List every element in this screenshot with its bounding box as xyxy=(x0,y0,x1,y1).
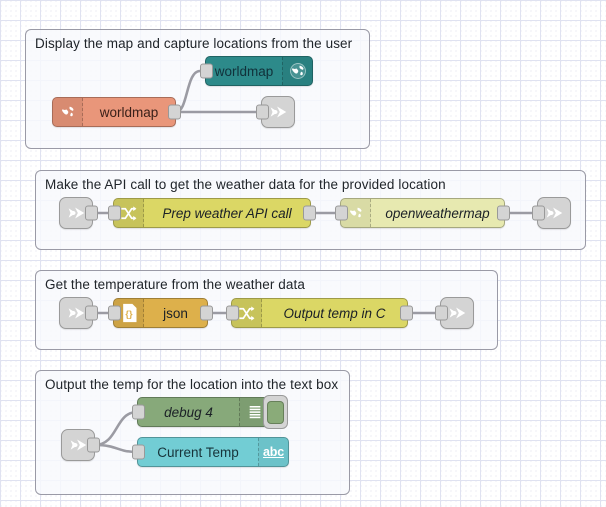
node-label: worldmap xyxy=(99,104,159,120)
node-current-temp[interactable]: Current Temp abc xyxy=(132,437,289,467)
node-worldmap-in[interactable]: worldmap xyxy=(200,56,313,86)
node-link-out-3[interactable] xyxy=(435,297,474,329)
node-link-out-2[interactable] xyxy=(532,197,571,229)
link-in-icon xyxy=(68,307,85,319)
abc-icon-text: abc xyxy=(263,445,284,459)
link-out-icon xyxy=(449,307,466,319)
link-in-icon xyxy=(68,207,85,219)
node-output-port[interactable] xyxy=(85,205,98,221)
node-link-in-2[interactable] xyxy=(59,197,98,229)
group-display-map[interactable]: Display the map and capture locations fr… xyxy=(25,29,370,149)
node-link-in-3[interactable] xyxy=(59,297,98,329)
group-title: Make the API call to get the weather dat… xyxy=(45,177,446,192)
group-title: Display the map and capture locations fr… xyxy=(35,36,353,51)
node-label: Output temp in C xyxy=(283,305,386,321)
debug-status-indicator xyxy=(267,400,284,424)
node-label: debug 4 xyxy=(164,404,213,420)
group-title: Output the temp for the location into th… xyxy=(45,377,339,392)
link-out-icon xyxy=(270,106,287,118)
node-output-port[interactable] xyxy=(200,305,213,321)
globe-icon xyxy=(53,98,83,126)
group-title: Get the temperature from the weather dat… xyxy=(45,277,305,292)
node-input-port[interactable] xyxy=(335,205,348,221)
globe-icon xyxy=(282,57,312,85)
node-label: worldmap xyxy=(214,63,274,79)
link-out-icon xyxy=(546,207,563,219)
node-input-port[interactable] xyxy=(256,104,269,120)
node-worldmap-out[interactable]: worldmap xyxy=(52,97,181,127)
link-in-icon xyxy=(70,439,87,451)
node-input-port[interactable] xyxy=(108,205,121,221)
node-label: Prep weather API call xyxy=(162,205,292,221)
abc-icon: abc xyxy=(258,438,288,466)
node-label: Current Temp xyxy=(157,444,239,460)
node-output-port[interactable] xyxy=(85,305,98,321)
node-debug-4[interactable]: debug 4 xyxy=(132,395,288,429)
node-output-port[interactable] xyxy=(87,437,100,453)
node-json[interactable]: {} json xyxy=(108,298,213,328)
node-output-port[interactable] xyxy=(497,205,510,221)
node-link-in-4[interactable] xyxy=(61,429,100,461)
node-input-port[interactable] xyxy=(132,404,145,420)
node-input-port[interactable] xyxy=(532,205,545,221)
node-input-port[interactable] xyxy=(200,63,213,79)
node-prep-weather-api-call[interactable]: Prep weather API call xyxy=(108,198,316,228)
node-output-port[interactable] xyxy=(400,305,413,321)
node-output-port[interactable] xyxy=(168,104,181,120)
svg-text:{}: {} xyxy=(125,309,133,319)
node-input-port[interactable] xyxy=(108,305,121,321)
node-input-port[interactable] xyxy=(226,305,239,321)
node-label: json xyxy=(163,305,188,321)
node-label: openweathermap xyxy=(385,205,490,221)
node-output-port[interactable] xyxy=(303,205,316,221)
change-icon xyxy=(232,299,262,327)
node-input-port[interactable] xyxy=(132,444,145,460)
node-output-temp-in-c[interactable]: Output temp in C xyxy=(226,298,413,328)
node-input-port[interactable] xyxy=(435,305,448,321)
node-openweathermap[interactable]: openweathermap xyxy=(335,198,510,228)
node-link-out-1[interactable] xyxy=(256,96,295,128)
debug-toggle-button[interactable] xyxy=(263,395,288,429)
